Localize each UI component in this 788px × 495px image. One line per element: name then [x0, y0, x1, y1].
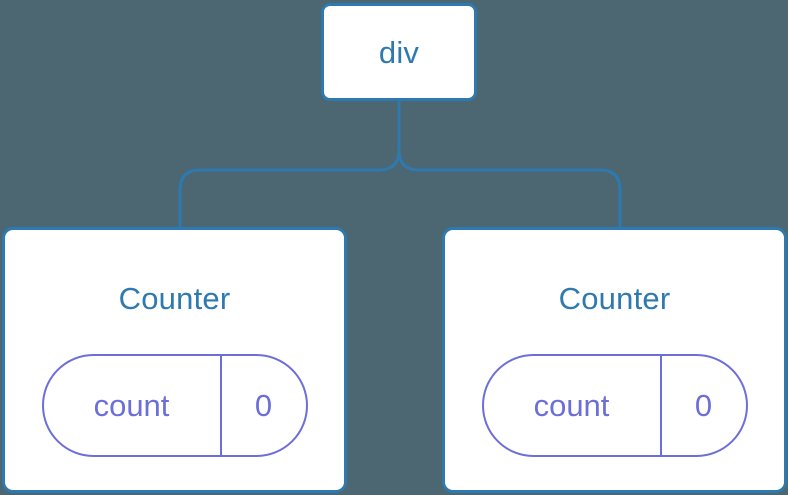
state-key-counter-1: count — [533, 388, 610, 423]
state-pill-counter-1[interactable]: count 0 — [481, 354, 748, 457]
node-counter-1[interactable]: Counter count 0 — [442, 227, 787, 493]
node-counter-0-label: Counter — [118, 281, 231, 316]
state-value-counter-0: 0 — [219, 356, 306, 455]
node-div-label: div — [378, 34, 420, 70]
connector-branch-right — [397, 149, 622, 228]
state-pill-counter-0[interactable]: count 0 — [41, 354, 308, 457]
state-value-counter-1: 0 — [659, 356, 746, 455]
node-counter-1-label: Counter — [558, 281, 671, 316]
node-counter-0[interactable]: Counter count 0 — [2, 227, 347, 493]
node-div[interactable]: div — [321, 3, 477, 101]
state-key-counter-0: count — [93, 388, 170, 423]
connector-branch-left — [178, 149, 401, 228]
